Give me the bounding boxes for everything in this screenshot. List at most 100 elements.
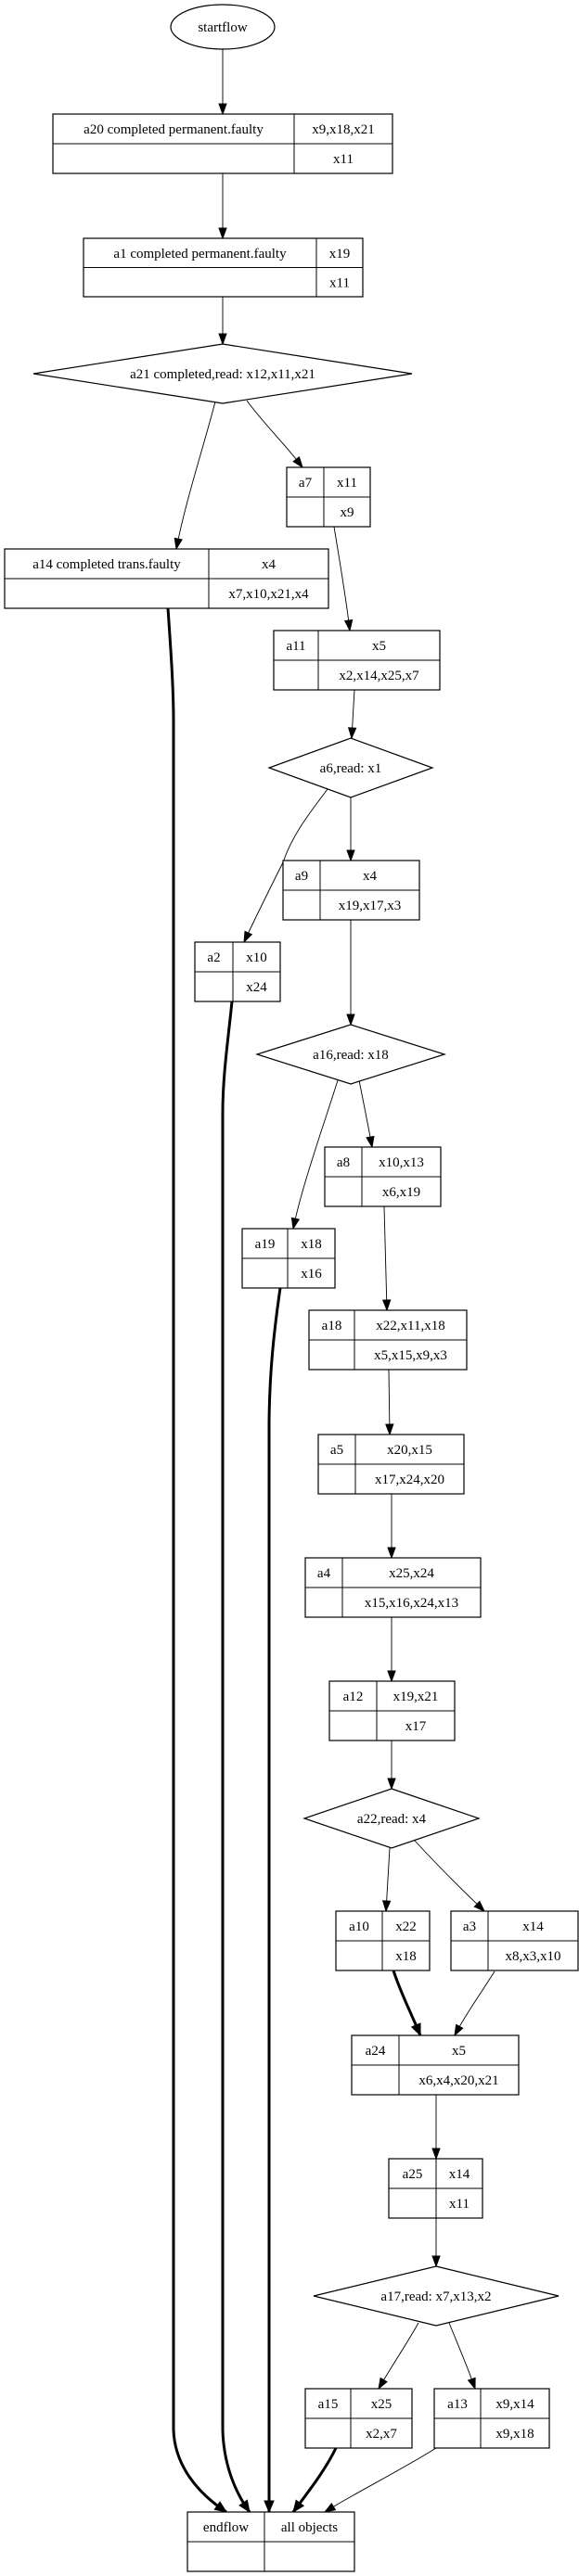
record-title: a9 xyxy=(295,869,308,884)
edge-a10-a24 xyxy=(392,1970,422,2037)
record-title: a14 completed trans.faulty xyxy=(32,557,181,572)
record-title: a4 xyxy=(317,1566,331,1581)
edge-a20-a1 xyxy=(218,173,227,240)
edge-a13-endflow-arrowhead xyxy=(323,2502,337,2513)
record-bottom-objects: x8,x3,x10 xyxy=(506,1949,561,1964)
record-bottom-objects: x9 xyxy=(341,505,354,520)
record-title: a11 xyxy=(286,639,305,654)
record-title: a7 xyxy=(299,476,313,491)
edge-a19-endflow xyxy=(264,1287,282,2514)
record-bottom-objects: x15,x16,x24,x13 xyxy=(365,1596,458,1611)
record-top-objects: x10 xyxy=(246,950,267,965)
record-bottom-objects: x9,x18 xyxy=(495,2427,534,2442)
edge-a12-a22-arrowhead xyxy=(387,1778,396,1791)
edge-a24-a25-arrowhead xyxy=(431,2148,441,2161)
record-title: a12 xyxy=(343,1690,364,1704)
edge-a17-a15 xyxy=(378,2322,419,2391)
edge-a10-a24-arrowhead xyxy=(410,2022,421,2037)
edge-a22-a3-line xyxy=(414,1840,485,1912)
start-ellipse xyxy=(170,4,276,50)
edge-a14-endflow xyxy=(166,607,228,2514)
edge-a17-a13 xyxy=(448,2322,476,2391)
edge-a21-a7-arrowhead xyxy=(292,456,303,469)
edge-a6-a9 xyxy=(346,797,355,862)
record-bottom-objects: x11 xyxy=(329,275,350,290)
record-top-objects: x14 xyxy=(449,2167,470,2182)
edge-a21-a14-arrowhead xyxy=(174,537,183,551)
edge-a21-a14 xyxy=(174,401,216,551)
decision-diamond xyxy=(255,1024,446,1085)
node-a4[interactable]: a4 x25,x24 x15,x16,x24,x13 xyxy=(304,1557,482,1618)
record-bottom-objects: x16 xyxy=(301,1267,322,1282)
record-top-objects: x25,x24 xyxy=(389,1566,434,1581)
edge-a17-a13-arrowhead xyxy=(467,2377,476,2391)
edge-a16-a19-arrowhead xyxy=(290,1217,301,1231)
record-title: a24 xyxy=(366,2044,386,2059)
edge-a3-a24-arrowhead xyxy=(454,2023,464,2037)
record-top-objects: x11 xyxy=(337,476,357,491)
edge-a22-a10 xyxy=(381,1847,392,1913)
record-top-objects: x25 xyxy=(371,2397,392,2412)
edge-a16-a19-line xyxy=(292,1079,339,1230)
decision-diamond xyxy=(302,1788,481,1849)
node-a18[interactable]: a18 x22,x11,x18 x5,x15,x9,x3 xyxy=(308,1309,468,1371)
edge-a8-a18-line xyxy=(383,1205,388,1311)
edge-a2-endflow-line xyxy=(221,1001,251,2513)
edge-a22-a10-arrowhead xyxy=(381,1900,392,1913)
edge-a3-a24-line xyxy=(454,1970,495,2036)
record-bottom-objects: x5,x15,x9,x3 xyxy=(374,1348,447,1363)
record-top-objects: x22,x11,x18 xyxy=(376,1319,444,1333)
record-top-objects: x10,x13 xyxy=(379,1155,424,1170)
record-title: a5 xyxy=(330,1443,343,1458)
node-a17[interactable]: a17,read: x7,x13,x2 xyxy=(313,2265,560,2327)
record-bottom-objects: x24 xyxy=(246,980,267,995)
node-a22[interactable]: a22,read: x4 xyxy=(302,1788,481,1849)
record-bottom-objects: x2,x14,x25,x7 xyxy=(339,669,419,683)
node-startflow[interactable]: startflow xyxy=(170,4,276,50)
record-top-objects: x22 xyxy=(395,1919,417,1934)
edge-a11-a6 xyxy=(347,689,357,740)
edge-a14-endflow-arrowhead xyxy=(213,2501,228,2513)
record-title: a18 xyxy=(322,1319,342,1333)
edge-a4-a12 xyxy=(387,1617,396,1683)
edge-a19-endflow-arrowhead xyxy=(264,2500,275,2514)
record-bottom-objects: x17 xyxy=(405,1719,427,1734)
edge-a1-a21 xyxy=(218,297,227,346)
decision-label: a6,read: x1 xyxy=(320,761,382,776)
record-title: a3 xyxy=(463,1919,476,1934)
edge-a5-a4 xyxy=(387,1494,396,1560)
edge-a18-a5 xyxy=(385,1369,394,1436)
edge-startflow-a20-arrowhead xyxy=(218,103,227,116)
edge-a17-a15-arrowhead xyxy=(378,2377,388,2391)
edge-a12-a22 xyxy=(387,1741,396,1791)
node-a6[interactable]: a6,read: x1 xyxy=(267,737,434,798)
edge-a21-a14-line xyxy=(175,401,216,550)
node-a21[interactable]: a21 completed,read: x12,x11,x21 xyxy=(32,343,413,404)
node-a7[interactable]: a7 x11 x9 xyxy=(286,466,371,528)
edge-a25-a17 xyxy=(431,2218,441,2268)
record-title: a25 xyxy=(403,2167,423,2182)
edge-a15-endflow-arrowhead xyxy=(292,2499,305,2514)
edge-a9-a16 xyxy=(346,920,355,1027)
edge-startflow-a20 xyxy=(218,49,227,116)
node-a16[interactable]: a16,read: x18 xyxy=(255,1024,446,1085)
record-bottom-objects: x6,x4,x20,x21 xyxy=(418,2073,498,2088)
